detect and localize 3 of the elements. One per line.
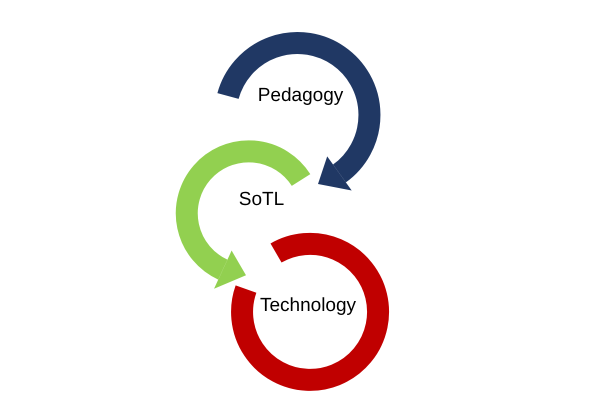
node-label: Technology bbox=[246, 253, 370, 359]
node-label: Pedagogy bbox=[228, 82, 373, 110]
node-label: SoTL bbox=[205, 180, 318, 220]
